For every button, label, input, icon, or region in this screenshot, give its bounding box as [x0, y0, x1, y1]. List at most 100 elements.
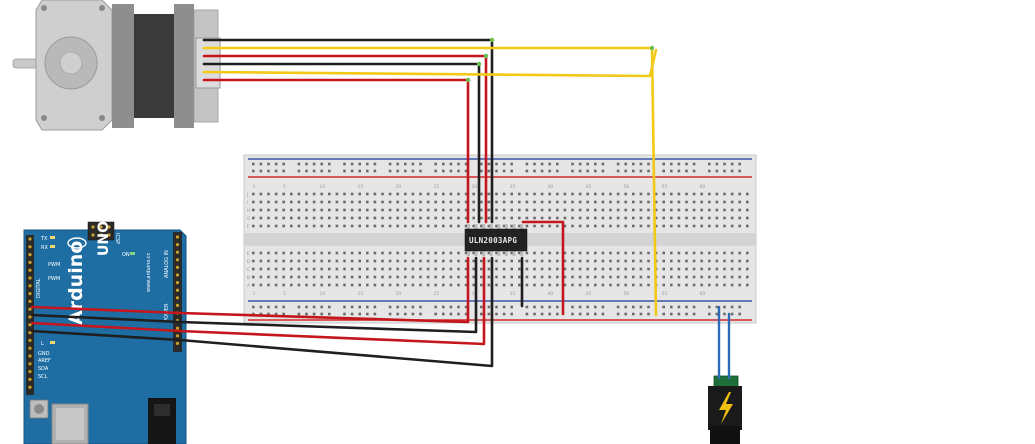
- reset-button-icon[interactable]: [29, 399, 49, 419]
- breadboard-rail-hole: [601, 162, 605, 166]
- breadboard-hole: [259, 267, 263, 271]
- breadboard-hole: [381, 200, 384, 204]
- breadboard-column-labels: 1155101015152020252530303535404045455050…: [253, 184, 706, 297]
- breadboard-hole: [267, 216, 270, 220]
- breadboard-hole: [700, 251, 703, 255]
- breadboard-hole: [297, 275, 301, 279]
- breadboard-rail-hole: [267, 312, 270, 316]
- breadboard-hole: [472, 283, 475, 287]
- breadboard-rail-hole: [457, 169, 460, 173]
- breadboard-column-number-bottom: 50: [624, 291, 630, 297]
- breadboard-hole: [692, 259, 696, 263]
- breadboard-hole: [328, 259, 331, 263]
- breadboard-hole: [632, 208, 635, 212]
- breadboard-rail-hole: [723, 162, 726, 166]
- breadboard-hole: [586, 208, 589, 212]
- breadboard-hole: [730, 251, 734, 255]
- breadboard-column-number-top: 35: [510, 184, 516, 190]
- breadboard-hole: [267, 192, 270, 196]
- breadboard-hole: [533, 224, 536, 228]
- breadboard-hole: [434, 267, 437, 271]
- breadboard-hole: [366, 200, 369, 204]
- breadboard-rail-hole: [442, 162, 445, 166]
- breadboard-hole: [282, 275, 285, 279]
- breadboard-hole: [525, 259, 529, 263]
- breadboard-hole: [662, 216, 665, 220]
- breadboard-hole: [723, 200, 726, 204]
- breadboard-hole: [723, 259, 726, 263]
- breadboard-rail-hole: [305, 305, 308, 309]
- breadboard-hole: [540, 192, 544, 196]
- breadboard-hole: [540, 208, 544, 212]
- breadboard-hole: [571, 267, 574, 271]
- breadboard-hole: [502, 216, 506, 220]
- breadboard-hole: [632, 267, 635, 271]
- breadboard-rail-hole: [396, 312, 399, 316]
- breadboard-hole: [449, 259, 453, 263]
- breadboard-hole: [259, 283, 263, 287]
- breadboard-hole: [616, 275, 620, 279]
- arduino-logo: [67, 237, 87, 249]
- breadboard-hole: [282, 251, 285, 255]
- breadboard-hole: [350, 216, 354, 220]
- breadboard-hole: [312, 216, 316, 220]
- breadboard-hole: [274, 216, 278, 220]
- breadboard-hole: [647, 224, 650, 228]
- breadboard-hole: [738, 251, 741, 255]
- wire-end-connector: [476, 61, 482, 67]
- breadboard-rail-hole: [730, 162, 734, 166]
- breadboard-rail-hole: [586, 305, 589, 309]
- breadboard-hole: [700, 224, 703, 228]
- breadboard-hole: [343, 192, 346, 196]
- breadboard-hole: [563, 259, 567, 263]
- breadboard-hole: [586, 275, 589, 279]
- breadboard-hole: [457, 216, 460, 220]
- breadboard-hole: [426, 200, 430, 204]
- arduino-power-pin: [175, 243, 180, 247]
- breadboard-rail-hole: [457, 312, 460, 316]
- breadboard-rail-hole: [274, 169, 278, 173]
- breadboard-hole: [350, 200, 354, 204]
- breadboard-rail-hole: [320, 162, 323, 166]
- breadboard-rail-hole: [305, 169, 308, 173]
- breadboard-hole: [328, 251, 331, 255]
- breadboard-hole: [548, 192, 551, 196]
- breadboard-hole: [578, 275, 582, 279]
- breadboard-hole: [290, 275, 293, 279]
- breadboard-hole: [624, 216, 627, 220]
- breadboard-hole: [609, 267, 612, 271]
- breadboard-hole: [464, 216, 468, 220]
- ic-pin-bottom: [474, 250, 478, 256]
- breadboard-hole: [556, 275, 559, 279]
- breadboard-hole: [464, 200, 468, 204]
- breadboard-hole: [548, 275, 551, 279]
- breadboard-rail-hole: [586, 312, 589, 316]
- breadboard-hole: [670, 192, 673, 196]
- breadboard-hole: [746, 208, 749, 212]
- breadboard-hole: [518, 216, 521, 220]
- breadboard-hole: [708, 283, 711, 287]
- breadboard-hole: [540, 224, 544, 228]
- breadboard-hole: [662, 200, 665, 204]
- breadboard-hole: [700, 275, 703, 279]
- breadboard-hole: [624, 267, 627, 271]
- arduino-digital-pin: [28, 323, 32, 327]
- breadboard-rail-hole: [358, 305, 361, 309]
- breadboard-hole: [480, 216, 483, 220]
- tx-label: TX: [40, 236, 48, 242]
- breadboard-hole: [525, 251, 529, 255]
- breadboard-hole: [274, 200, 278, 204]
- breadboard-hole: [449, 251, 453, 255]
- breadboard-hole: [282, 208, 285, 212]
- breadboard-hole: [457, 224, 460, 228]
- breadboard-hole: [540, 275, 544, 279]
- breadboard-hole: [609, 224, 612, 228]
- breadboard-hole: [366, 208, 369, 212]
- breadboard-rail-hole: [730, 169, 734, 173]
- breadboard-rail-hole: [449, 162, 453, 166]
- breadboard-rail-hole: [510, 305, 513, 309]
- breadboard-hole: [563, 216, 567, 220]
- breadboard-hole: [373, 216, 377, 220]
- breadboard-hole: [738, 208, 741, 212]
- arduino-power-pin: [175, 288, 180, 292]
